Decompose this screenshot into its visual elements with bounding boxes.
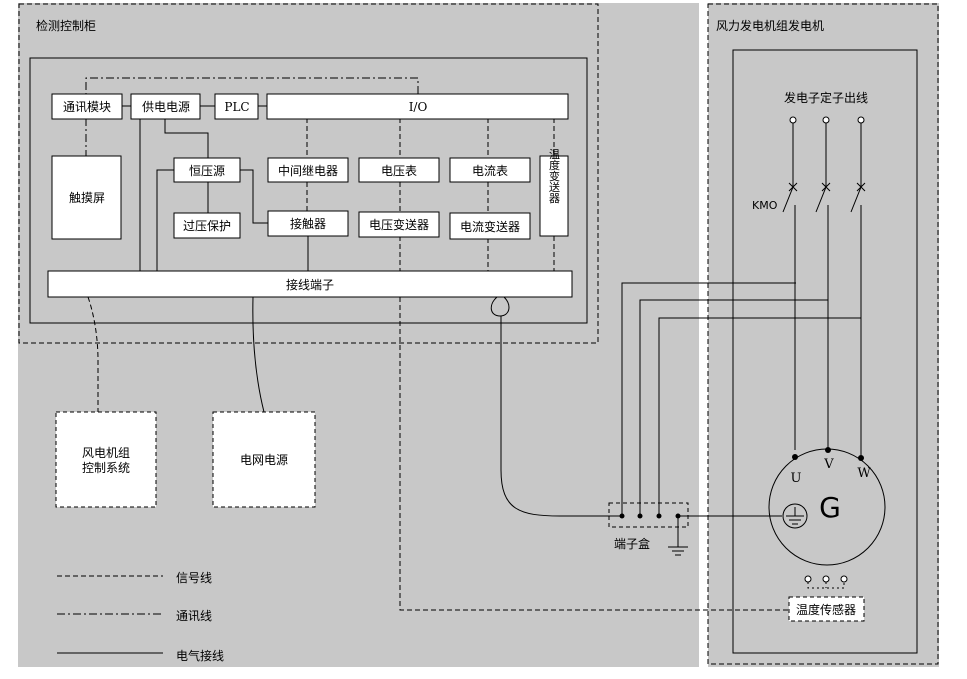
ground-symbol	[668, 546, 688, 556]
terminal-box	[608, 502, 689, 528]
svg-text:I/O: I/O	[409, 100, 428, 114]
svg-text:电流变送器: 电流变送器	[460, 219, 520, 234]
svg-text:电压表: 电压表	[381, 164, 417, 178]
stator-output-label: 发电子定子出线	[784, 90, 868, 105]
svg-text:风电机组: 风电机组	[82, 446, 130, 460]
generator-symbol: G	[819, 491, 841, 524]
intermediate-relay: 中间继电器	[267, 157, 349, 183]
svg-text:通讯线: 通讯线	[176, 609, 212, 623]
sig-terminal-turbine-control	[87, 296, 99, 412]
temp-sensor-terminals	[804, 575, 848, 589]
touch-screen: 触摸屏	[51, 155, 122, 240]
phase-v-dot	[825, 447, 831, 453]
svg-text:接线端子: 接线端子	[286, 277, 334, 292]
temperature-sensor: 温度传感器	[788, 596, 865, 622]
phase-u-label: U	[791, 471, 802, 486]
kmo-label: KMO	[752, 199, 778, 212]
terminal-box-label: 端子盒	[614, 536, 650, 551]
stator-terminal-w	[857, 116, 865, 124]
wire-regulator-contactor	[240, 169, 268, 224]
legend-signal: 信号线	[57, 571, 212, 585]
svg-text:电网电源: 电网电源	[240, 453, 288, 467]
generator-boundary	[707, 3, 939, 665]
cabinet-title: 检测控制柜	[36, 18, 96, 33]
phase-w-label: W	[857, 466, 871, 481]
current-transmitter: 电流变送器	[449, 212, 531, 240]
plc-module: PLC	[214, 93, 259, 120]
svg-text:控制系统: 控制系统	[82, 461, 130, 475]
svg-text:电压变送器: 电压变送器	[369, 217, 429, 232]
svg-text:电流表: 电流表	[472, 164, 508, 178]
cabinet-boundary	[18, 3, 599, 344]
generator-inner-frame	[732, 49, 918, 654]
generator-title: 风力发电机组发电机	[716, 18, 824, 33]
phase-u-dot	[792, 454, 798, 460]
svg-text:供电电源: 供电电源	[142, 100, 190, 114]
constant-voltage-source: 恒压源	[173, 157, 241, 183]
sig-temp-sensor-line	[399, 297, 788, 611]
stator-terminal-v	[822, 116, 830, 124]
svg-text:温度变送器: 温度变送器	[548, 148, 561, 204]
legend-comm: 通讯线	[57, 609, 212, 623]
svg-text:恒压源: 恒压源	[189, 164, 225, 178]
voltage-transmitter: 电压变送器	[358, 211, 440, 238]
svg-text:PLC: PLC	[224, 100, 249, 114]
svg-text:过压保护: 过压保护	[183, 219, 231, 233]
svg-text:接触器: 接触器	[290, 216, 326, 231]
wire-power-regulator	[164, 118, 209, 158]
switch-v	[815, 123, 831, 450]
generator-ground-icon	[782, 503, 808, 529]
wire-terminal-grid	[252, 296, 265, 413]
turbine-control-system: 风电机组 控制系统	[55, 411, 157, 508]
svg-text:信号线: 信号线	[176, 571, 212, 585]
svg-text:温度传感器: 温度传感器	[796, 602, 856, 617]
svg-text:通讯模块: 通讯模块	[63, 100, 111, 114]
wire-to-phase-u	[621, 282, 796, 516]
switch-u	[782, 123, 798, 450]
cabinet-inner-frame	[29, 57, 588, 324]
overvoltage-protection: 过压保护	[173, 212, 241, 239]
wire-to-phase-v	[639, 299, 828, 516]
phase-v-label: V	[823, 457, 834, 472]
io-module: I/O	[266, 93, 569, 120]
legend-electric: 电气接线	[57, 648, 224, 663]
svg-text:电气接线: 电气接线	[176, 648, 224, 663]
voltmeter: 电压表	[358, 157, 440, 183]
stator-terminal-u	[789, 116, 797, 124]
ammeter: 电流表	[449, 157, 531, 183]
right-panel-bg	[708, 3, 939, 667]
cable-gland	[490, 296, 510, 317]
terminal-block: 接线端子	[47, 270, 573, 298]
wire-regulator-terminal	[156, 169, 174, 271]
temperature-transmitter: 温度变送器	[539, 148, 569, 237]
contactor: 接触器	[267, 210, 349, 237]
svg-text:中间继电器: 中间继电器	[278, 163, 338, 178]
switch-w	[850, 123, 866, 456]
wire-to-phase-w	[658, 317, 861, 516]
comm-bus-top	[85, 77, 419, 106]
grid-power-supply: 电网电源	[212, 411, 316, 508]
power-supply: 供电电源	[130, 93, 201, 120]
cable-to-terminal-box	[500, 316, 622, 517]
phase-w-dot	[858, 455, 864, 461]
comm-module: 通讯模块	[51, 93, 123, 120]
svg-text:触摸屏: 触摸屏	[69, 191, 105, 205]
